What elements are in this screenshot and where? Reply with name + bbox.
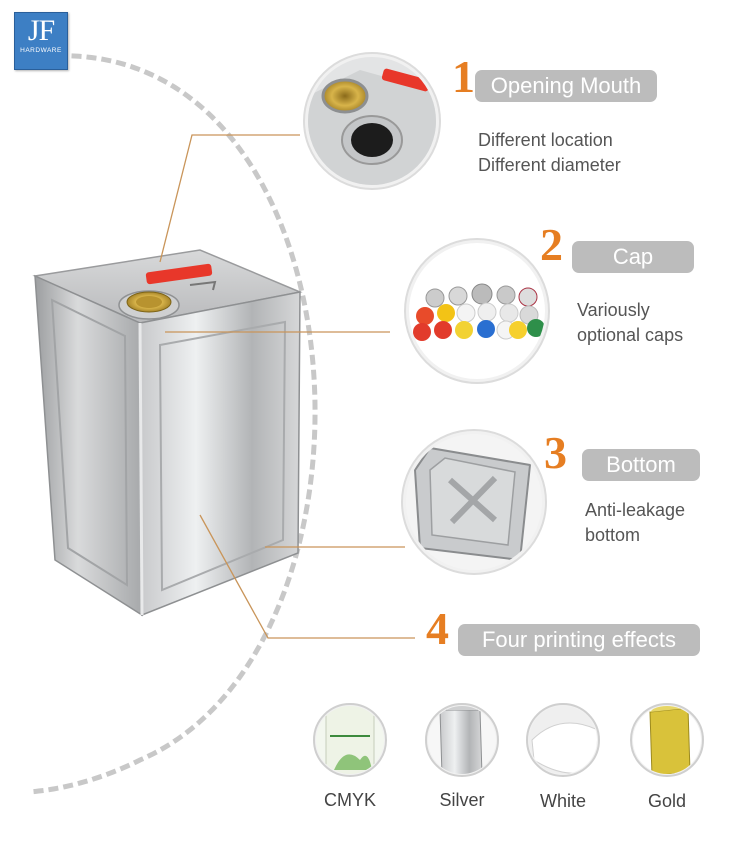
effect-label-white: White (539, 791, 586, 811)
feature-3-line-1: Anti-leakage (585, 500, 686, 520)
tin-can-image (32, 249, 303, 617)
opening-mouth-image (303, 52, 441, 190)
logo-subtitle: HARDWARE (20, 47, 62, 54)
effect-gold-image (630, 703, 704, 777)
effect-silver-image (425, 703, 499, 777)
caps-image (404, 238, 550, 384)
feature-1-number: 1 (452, 51, 475, 102)
feature-4-title: Four printing effects (458, 624, 700, 656)
logo-text: JF (27, 14, 55, 47)
feature-1-line-1: Different location (478, 130, 613, 150)
feature-1-description: Different location Different diameter (478, 128, 621, 178)
feature-2-line-2: optional caps (577, 325, 684, 345)
effect-label-gold: Gold (647, 791, 687, 811)
effect-label-cmyk: CMYK (323, 790, 376, 810)
feature-1-title: Opening Mouth (475, 70, 657, 102)
feature-3-title: Bottom (582, 449, 700, 481)
feature-2-title: Cap (572, 241, 694, 273)
jf-hardware-logo: JF HARDWARE (14, 12, 68, 70)
feature-1-line-2: Different diameter (478, 155, 621, 175)
feature-3-description: Anti-leakage bottom (585, 498, 685, 548)
feature-3-line-2: bottom (585, 525, 641, 545)
feature-4-number: 4 (426, 603, 449, 654)
feature-3-number: 3 (544, 427, 567, 478)
feature-2-number: 2 (540, 219, 563, 270)
feature-2-description: Variously optional caps (577, 298, 683, 348)
feature-2-line-1: Variously (577, 300, 650, 320)
effect-label-silver: Silver (439, 790, 485, 810)
bottom-image (401, 429, 547, 575)
effect-white-image (526, 703, 600, 777)
effect-cmyk-image (313, 703, 387, 777)
